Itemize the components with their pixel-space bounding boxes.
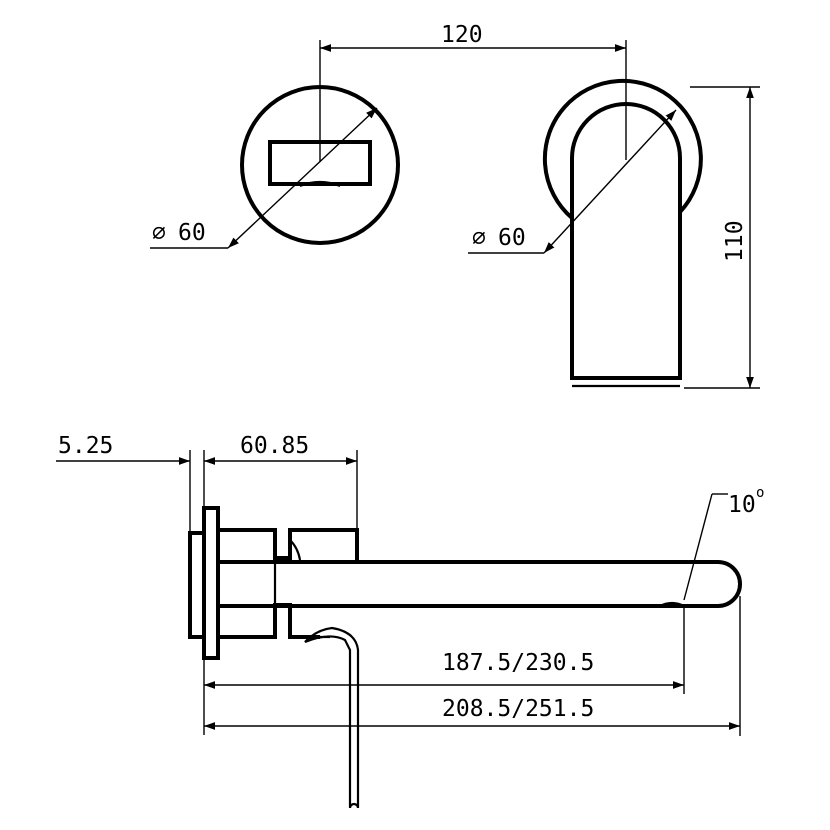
mixer-body-lower: [218, 603, 320, 639]
spout-diameter-line: [543, 109, 677, 254]
dimension-60-85-label: 60.85: [240, 433, 309, 459]
wall-plate: [188, 531, 206, 639]
dimension-5-25: 5.25: [56, 433, 357, 533]
svg-text:⌀: ⌀: [472, 225, 486, 251]
lever-handle: [304, 626, 360, 809]
mixer-body: [218, 528, 359, 562]
wall-flange: [202, 506, 220, 660]
dimension-reach-short-label: 187.5/230.5: [442, 650, 594, 676]
spout-outlet: [659, 601, 685, 607]
dimension-5-25-label: 5.25: [58, 433, 113, 459]
mixer-diameter-label: ⌀ 60: [152, 220, 206, 246]
dimension-120-label: 120: [441, 22, 483, 48]
degree-symbol: o: [756, 485, 764, 501]
dimension-110: 110: [684, 86, 760, 389]
angle-label: 10: [728, 492, 756, 518]
spout-diameter-label: ⌀ 60: [472, 225, 526, 251]
svg-text:⌀: ⌀: [152, 220, 166, 246]
spout-pipe: [218, 560, 742, 608]
angle-indicator: 10 o: [683, 485, 764, 601]
dimension-110-label: 110: [722, 220, 748, 262]
mixer-cap-top: [289, 539, 302, 561]
dimension-120: 120: [320, 22, 626, 52]
mixer-front-view: ⌀ 60: [150, 40, 400, 249]
dimension-reach-short: 187.5/230.5: [203, 606, 685, 735]
dimension-reach-long: 208.5/251.5: [204, 596, 741, 736]
dimension-reach-long-label: 208.5/251.5: [442, 696, 594, 722]
side-view: [188, 506, 742, 809]
spout-diameter-value: 60: [498, 225, 526, 251]
dimension-60-85: 60.85: [240, 433, 358, 530]
mixer-diameter-line: [227, 107, 378, 249]
mixer-diameter-value: 60: [178, 220, 206, 246]
spout-front-view: ⌀ 60: [468, 40, 703, 388]
